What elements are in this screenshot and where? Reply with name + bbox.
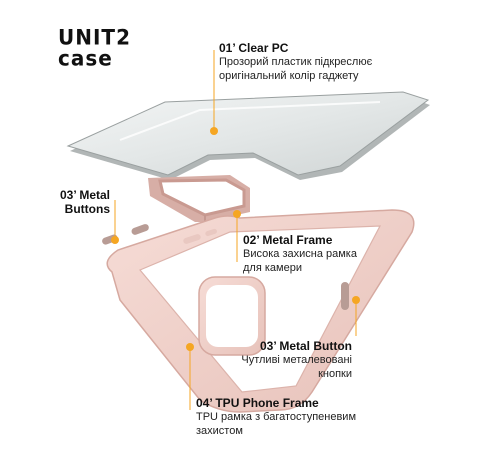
- callout-clear-pc: 01’ Clear PC Прозорий пластик підкреслює…: [219, 41, 372, 83]
- logo-line-1: UNIT2: [58, 24, 131, 50]
- clear-pc-desc-2: оригінальний колір гаджету: [219, 70, 359, 82]
- clear-pc-title: 01’ Clear PC: [219, 41, 289, 55]
- brand-logo: UNIT2 case: [58, 24, 150, 71]
- tpu-frame-desc-1: TPU рамка з багатоступеневим: [196, 411, 357, 423]
- metal-buttons-title-2: Buttons: [64, 202, 110, 216]
- tpu-phone-frame: [106, 209, 415, 413]
- callout-metal-buttons: 03’ Metal Buttons: [40, 188, 110, 216]
- metal-button-desc-2: кнопки: [318, 368, 352, 380]
- metal-button-desc-1: Чутливі металевовані: [241, 354, 352, 366]
- tpu-frame-title: 04’ TPU Phone Frame: [196, 396, 319, 410]
- metal-frame-desc-2: для камери: [243, 262, 302, 274]
- callout-leaders: [114, 50, 357, 410]
- logo-line-2: case: [58, 45, 113, 71]
- metal-button-title: 03’ Metal Button: [259, 339, 352, 353]
- metal-buttons-title-1: 03’ Metal: [59, 188, 110, 202]
- callout-markers: [111, 127, 360, 351]
- callout-metal-button: 03’ Metal Button Чутливі металевовані кн…: [230, 339, 352, 381]
- tpu-frame-desc-2: захистом: [196, 425, 243, 437]
- clear-pc-desc-1: Прозорий пластик підкреслює: [219, 56, 373, 68]
- camera-metal-frame: [148, 175, 250, 222]
- clear-pc-plate: [66, 91, 430, 180]
- callout-tpu-frame: 04’ TPU Phone Frame TPU рамка з багатост…: [196, 396, 356, 438]
- metal-frame-title: 02’ Metal Frame: [243, 233, 333, 247]
- metal-frame-desc-1: Висока захисна рамка: [243, 248, 357, 260]
- callout-metal-frame: 02’ Metal Frame Висока захисна рамка для…: [243, 233, 357, 275]
